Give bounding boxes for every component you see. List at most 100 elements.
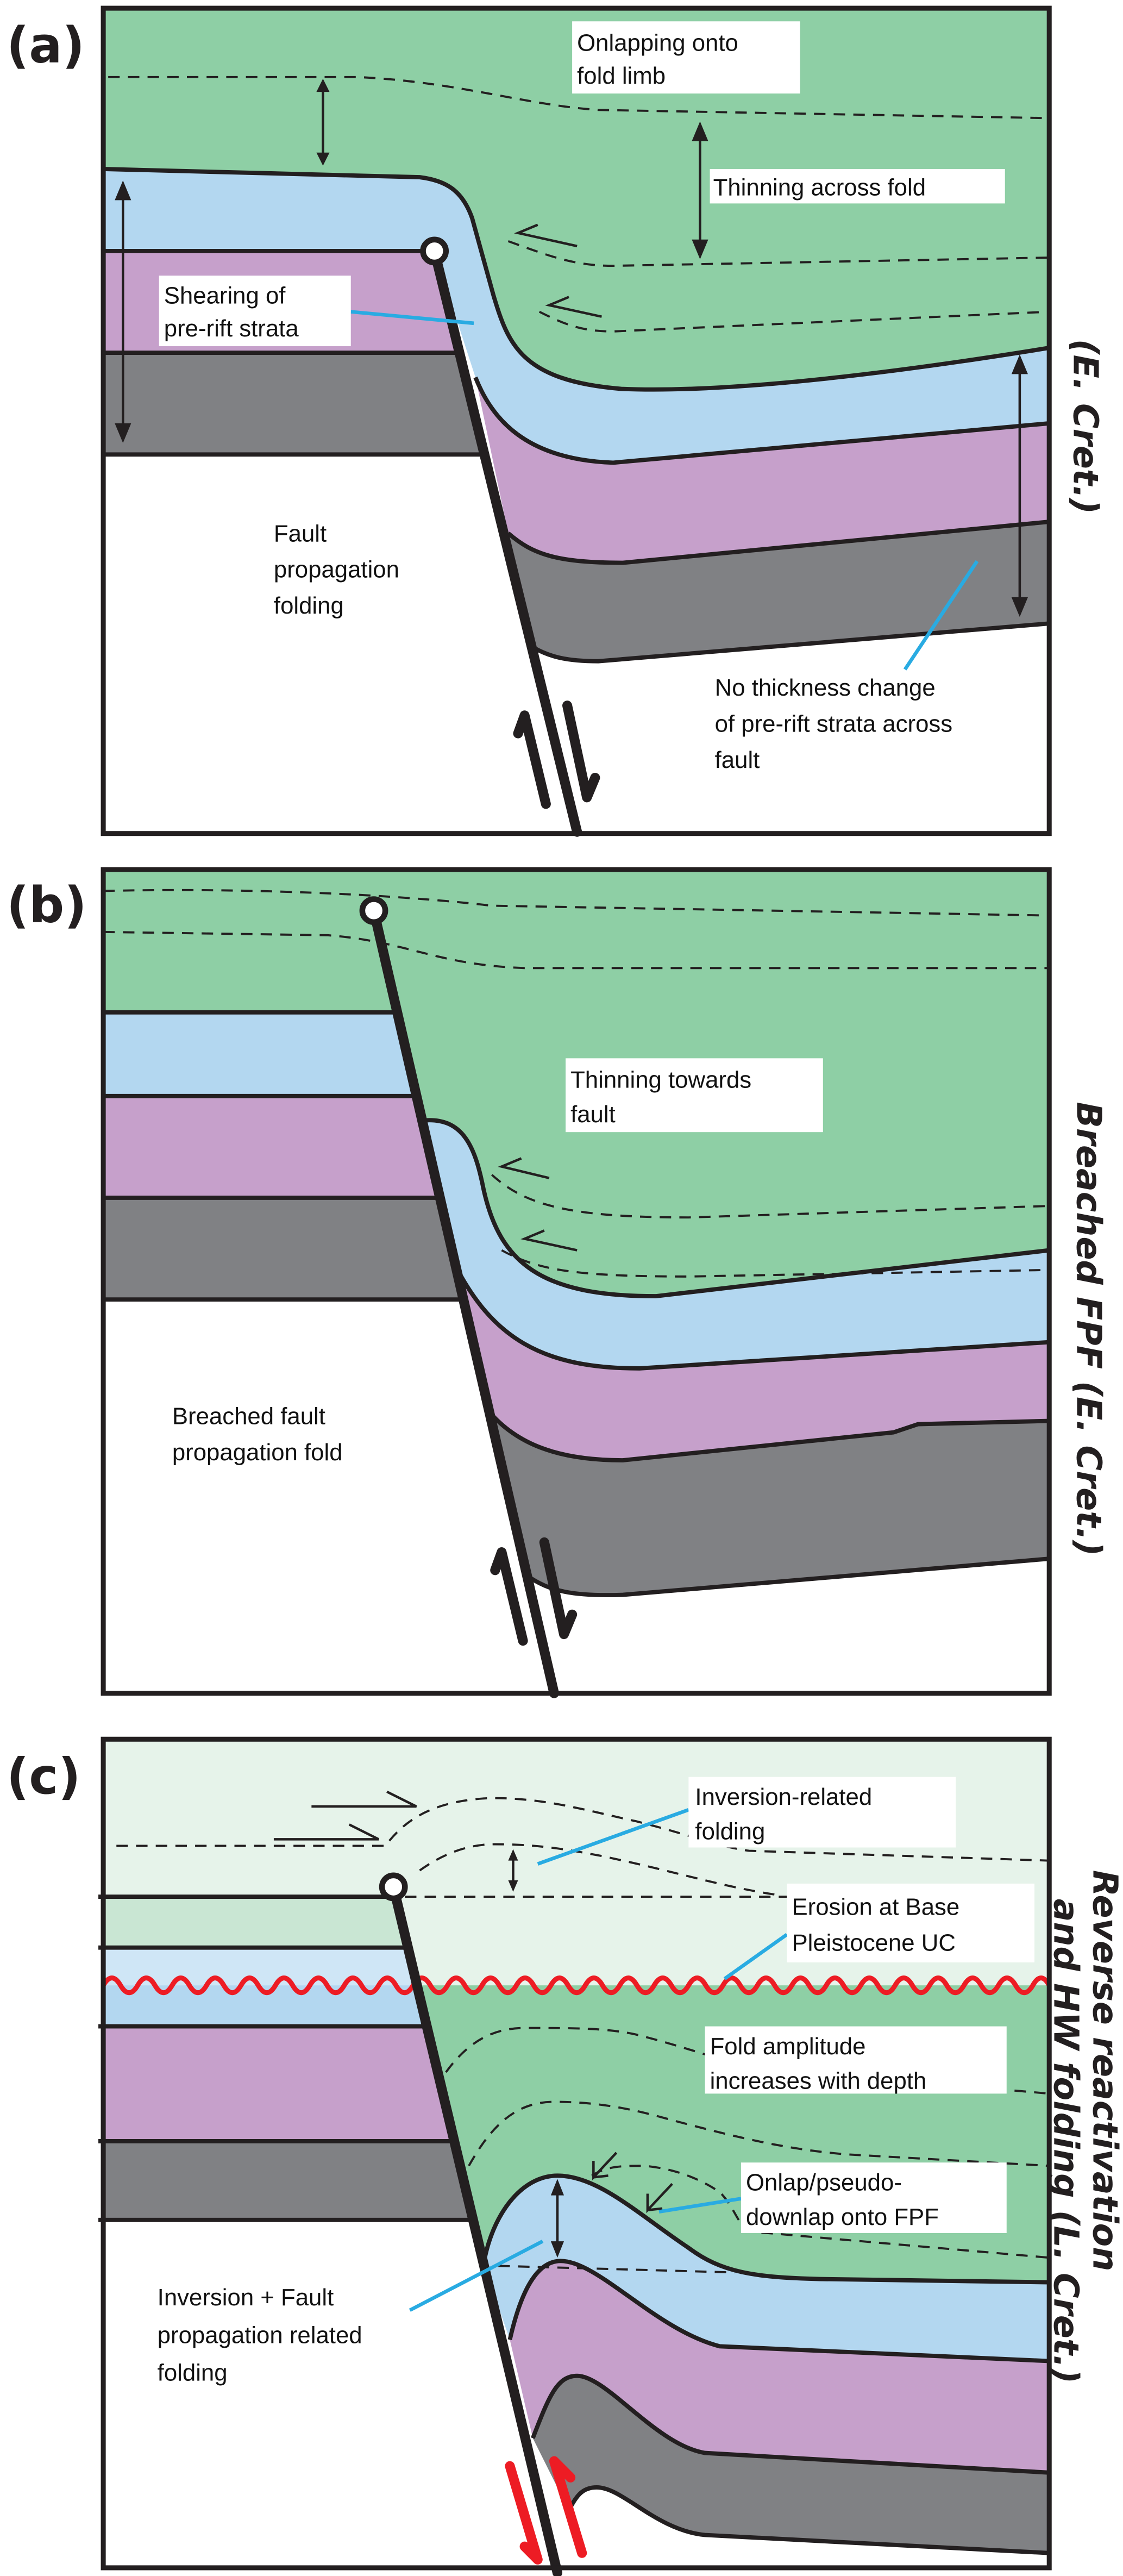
label-background: [710, 168, 1005, 204]
panel-side-label: and HW folding (L. Cret.): [1046, 1899, 1086, 2384]
dashed-horizon: [468, 2100, 1050, 2167]
fault-tip-marker: [359, 896, 388, 926]
erosion-unconformity-wavy-line: [101, 1975, 1052, 1996]
onlap-label: Onlapping onto fold limb: [577, 30, 745, 89]
onlap-half-arrow: [514, 223, 578, 248]
label-line: Inversion + Fault: [158, 2284, 334, 2311]
grey-layer-hangingwall: [488, 1411, 1050, 1596]
label-line: Fold amplitude: [710, 2033, 866, 2060]
panel-c: Inversion-related folding Erosion at Bas…: [7, 1736, 1123, 2576]
horizon-line: [103, 1093, 1050, 1371]
blue-layer-footwall: [103, 1012, 417, 1096]
erosion-label: Erosion at Base Pleistocene UC: [792, 1893, 966, 1956]
label-line: folding: [695, 1818, 765, 1845]
label-line: Fault: [274, 520, 327, 547]
no-thickness-change-label: No thickness change of pre-rift strata a…: [715, 674, 959, 773]
blue-layer-footwall: [103, 1985, 426, 2027]
inversion-fpf-label: Inversion + Fault propagation related fo…: [158, 2284, 369, 2386]
downlap-arrow: [592, 2152, 618, 2181]
horizon-line: [103, 452, 1050, 664]
double-arrow: [508, 1849, 518, 1892]
syn-rift-green-layer: [103, 8, 1050, 390]
thinning-half-arrow: [520, 1229, 578, 1252]
label-line: folding: [158, 2360, 228, 2386]
double-arrow: [1011, 354, 1028, 617]
purple-layer-footwall: [103, 2026, 454, 2141]
leader-line: [723, 1933, 788, 1980]
normal-slip-down-arrow: [539, 1537, 578, 1640]
label-background: [159, 276, 351, 347]
fpf-label: Fault propagation folding: [274, 520, 406, 619]
label-line: No thickness change: [715, 674, 936, 701]
blue-layer: [103, 168, 1050, 463]
reverse-slip-up-arrow: [549, 2456, 587, 2558]
panel-side-label: Reverse reactivation: [1086, 1870, 1123, 2271]
label-background: [787, 1883, 1035, 1962]
grey-layer-footwall: [103, 353, 484, 455]
onlap-downlap-label: Onlap/pseudo- downlap onto FPF: [746, 2169, 939, 2230]
dashed-horizon: [108, 76, 1050, 120]
label-line: folding: [274, 592, 344, 619]
label-line: pre-rift strata: [164, 315, 299, 342]
label-line: Breached fault: [172, 1403, 325, 1430]
dashed-horizon: [507, 240, 1050, 267]
label-line: Onlapping onto: [577, 30, 738, 57]
leader-line: [537, 1808, 689, 1866]
horizon-line: [103, 351, 1050, 565]
leader-line: [658, 2197, 742, 2214]
label-background: [741, 2162, 1007, 2234]
thinning-half-arrow: [498, 1157, 550, 1179]
fault-line: [368, 905, 559, 1698]
leader-line: [350, 310, 474, 326]
horizon-line: [531, 2373, 1050, 2475]
leader-line: [409, 2240, 544, 2312]
label-line: propagation: [274, 557, 399, 583]
double-arrow: [692, 121, 708, 260]
inversion-related-folding-label: Inversion-related folding: [695, 1784, 879, 1845]
dashed-horizon: [498, 2265, 735, 2274]
label-line: Inversion-related: [695, 1784, 872, 1810]
label-line: Onlap/pseudo-: [746, 2169, 902, 2196]
normal-slip-up-arrow: [490, 1547, 528, 1646]
reverse-slip-down-arrow: [505, 2461, 543, 2565]
label-line: fault: [570, 1101, 616, 1128]
label-line: fault: [715, 747, 760, 773]
normal-slip-down-arrow: [562, 701, 600, 803]
fault-tip-marker: [379, 1872, 408, 1902]
horizon-line: [103, 1196, 1050, 1462]
fault-line: [388, 1881, 563, 2576]
label-line: propagation related: [158, 2322, 362, 2348]
thinning-towards-fault-label: Thinning towards fault: [570, 1067, 758, 1128]
panel-side-label: Breached FPF (E. Cret.): [1069, 1102, 1109, 1556]
dashed-horizon: [591, 2165, 1050, 2259]
panel-frame: [101, 867, 1052, 1696]
label-line: of pre-rift strata across: [715, 711, 953, 737]
label-line: Erosion at Base: [792, 1893, 959, 1920]
horizon-line: [98, 1895, 474, 2222]
fault-line: [429, 246, 582, 837]
purple-layer-footwall: [103, 1096, 440, 1198]
horizon-line: [567, 2485, 1050, 2555]
fault-tip-marker: [420, 236, 449, 266]
panel-frame: [101, 1736, 1052, 2571]
blue-layer-hangingwall: [484, 2175, 1050, 2361]
onlap-half-arrow: [545, 296, 602, 318]
fold-amplitude-label: Fold amplitude increases with depth: [710, 2033, 927, 2094]
grey-layer-footwall: [103, 1197, 464, 1300]
label-line: increases with depth: [710, 2067, 927, 2094]
blue-layer-hangingwall: [421, 1120, 1050, 1368]
double-arrow: [550, 2179, 564, 2258]
purple-layer-hangingwall: [475, 377, 1050, 563]
horizon-line: [103, 167, 1050, 392]
shearing-label: Shearing of pre-rift strata: [164, 283, 299, 342]
horizon-line: [103, 248, 1050, 465]
reverse-shear-half-arrow: [273, 1823, 380, 1841]
double-arrow: [115, 180, 131, 443]
label-background: [566, 1058, 823, 1133]
label-line: fold limb: [577, 62, 666, 89]
grey-layer-hangingwall: [508, 522, 1050, 661]
dashed-horizon: [501, 1249, 1050, 1278]
dashed-horizon: [103, 889, 1050, 917]
label-line: Thinning towards: [570, 1067, 751, 1093]
